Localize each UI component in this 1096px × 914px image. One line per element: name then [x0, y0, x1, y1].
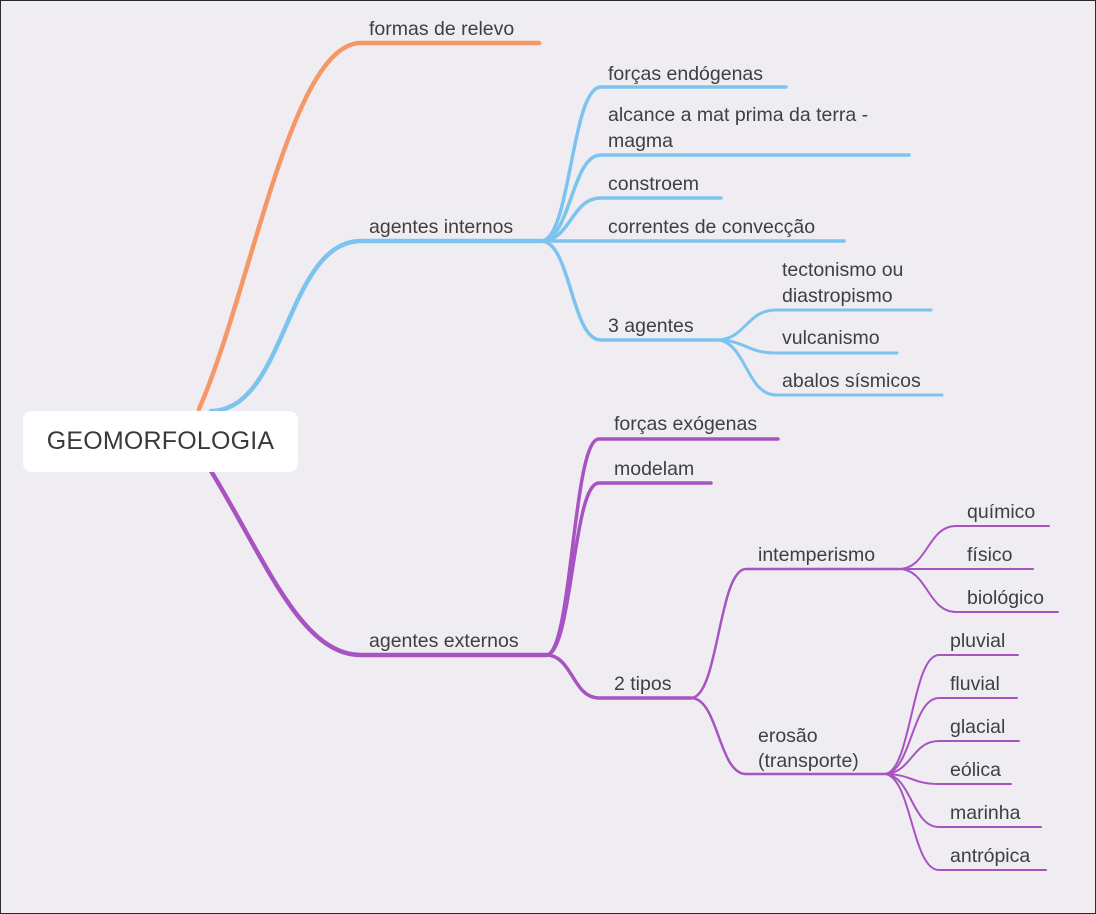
- node-marinha[interactable]: marinha: [950, 802, 1021, 824]
- node-tectonismo-line1[interactable]: tectonismo ou: [782, 259, 904, 281]
- connector-tectonismo: [714, 308, 933, 342]
- node-agentes-internos[interactable]: agentes internos: [369, 216, 514, 238]
- connector-pluvial: [883, 654, 1019, 775]
- node-forcas-endogenas[interactable]: forças endógenas: [608, 63, 764, 85]
- connector-internos: [208, 238, 544, 414]
- node-intemperismo[interactable]: intemperismo: [758, 544, 876, 566]
- node-agentes-externos[interactable]: agentes externos: [369, 630, 519, 652]
- node-eolica[interactable]: eólica: [950, 759, 1001, 781]
- connector-3-agentes: [539, 239, 718, 342]
- connector-alcance: [539, 153, 911, 243]
- connector-constroem: [539, 196, 723, 243]
- connector-externos: [208, 468, 549, 658]
- node-erosao-line2[interactable]: (transporte): [758, 750, 859, 772]
- node-correntes-de-conveccao[interactable]: correntes de convecção: [608, 216, 816, 238]
- node-erosao-line1[interactable]: erosão: [758, 725, 818, 747]
- node-antropica[interactable]: antrópica: [950, 845, 1031, 867]
- node-2-tipos[interactable]: 2 tipos: [614, 673, 672, 695]
- connector-modelam: [544, 481, 713, 657]
- connector-formas: [196, 40, 542, 412]
- node-fluvial[interactable]: fluvial: [950, 673, 1000, 695]
- root-node[interactable]: GEOMORFOLOGIA: [23, 411, 298, 472]
- connector-2-tipos: [544, 653, 693, 700]
- connector-marinha: [883, 773, 1042, 828]
- node-forcas-exogenas[interactable]: forças exógenas: [614, 413, 758, 435]
- node-modelam[interactable]: modelam: [614, 458, 695, 480]
- node-fisico[interactable]: físico: [967, 544, 1013, 566]
- connector-forcas-endogenas: [539, 85, 788, 243]
- connector-glacial: [883, 740, 1020, 775]
- connector-fluvial: [883, 697, 1018, 775]
- node-quimico[interactable]: químico: [967, 501, 1036, 523]
- node-pluvial[interactable]: pluvial: [950, 630, 1006, 652]
- connector-quimico: [898, 525, 1050, 570]
- connector-biologico: [898, 568, 1059, 613]
- node-biologico[interactable]: biológico: [967, 587, 1044, 609]
- connector-intemperismo: [689, 567, 901, 700]
- node-formas-de-relevo[interactable]: formas de relevo: [369, 18, 515, 40]
- connector-eolica: [883, 773, 1012, 785]
- node-alcance-line2[interactable]: magma: [608, 130, 674, 152]
- connector-antropica: [883, 773, 1047, 871]
- node-constroem[interactable]: constroem: [608, 173, 700, 195]
- node-alcance-line1[interactable]: alcance a mat prima da terra -: [608, 104, 869, 126]
- node-glacial[interactable]: glacial: [950, 716, 1006, 738]
- node-3-agentes[interactable]: 3 agentes: [608, 315, 694, 337]
- connector-erosao: [689, 696, 886, 776]
- node-vulcanismo[interactable]: vulcanismo: [782, 327, 880, 349]
- connector-abalos: [714, 338, 944, 397]
- node-tectonismo-line2[interactable]: diastropismo: [782, 285, 893, 307]
- node-abalos-sismicos[interactable]: abalos sísmicos: [782, 370, 921, 392]
